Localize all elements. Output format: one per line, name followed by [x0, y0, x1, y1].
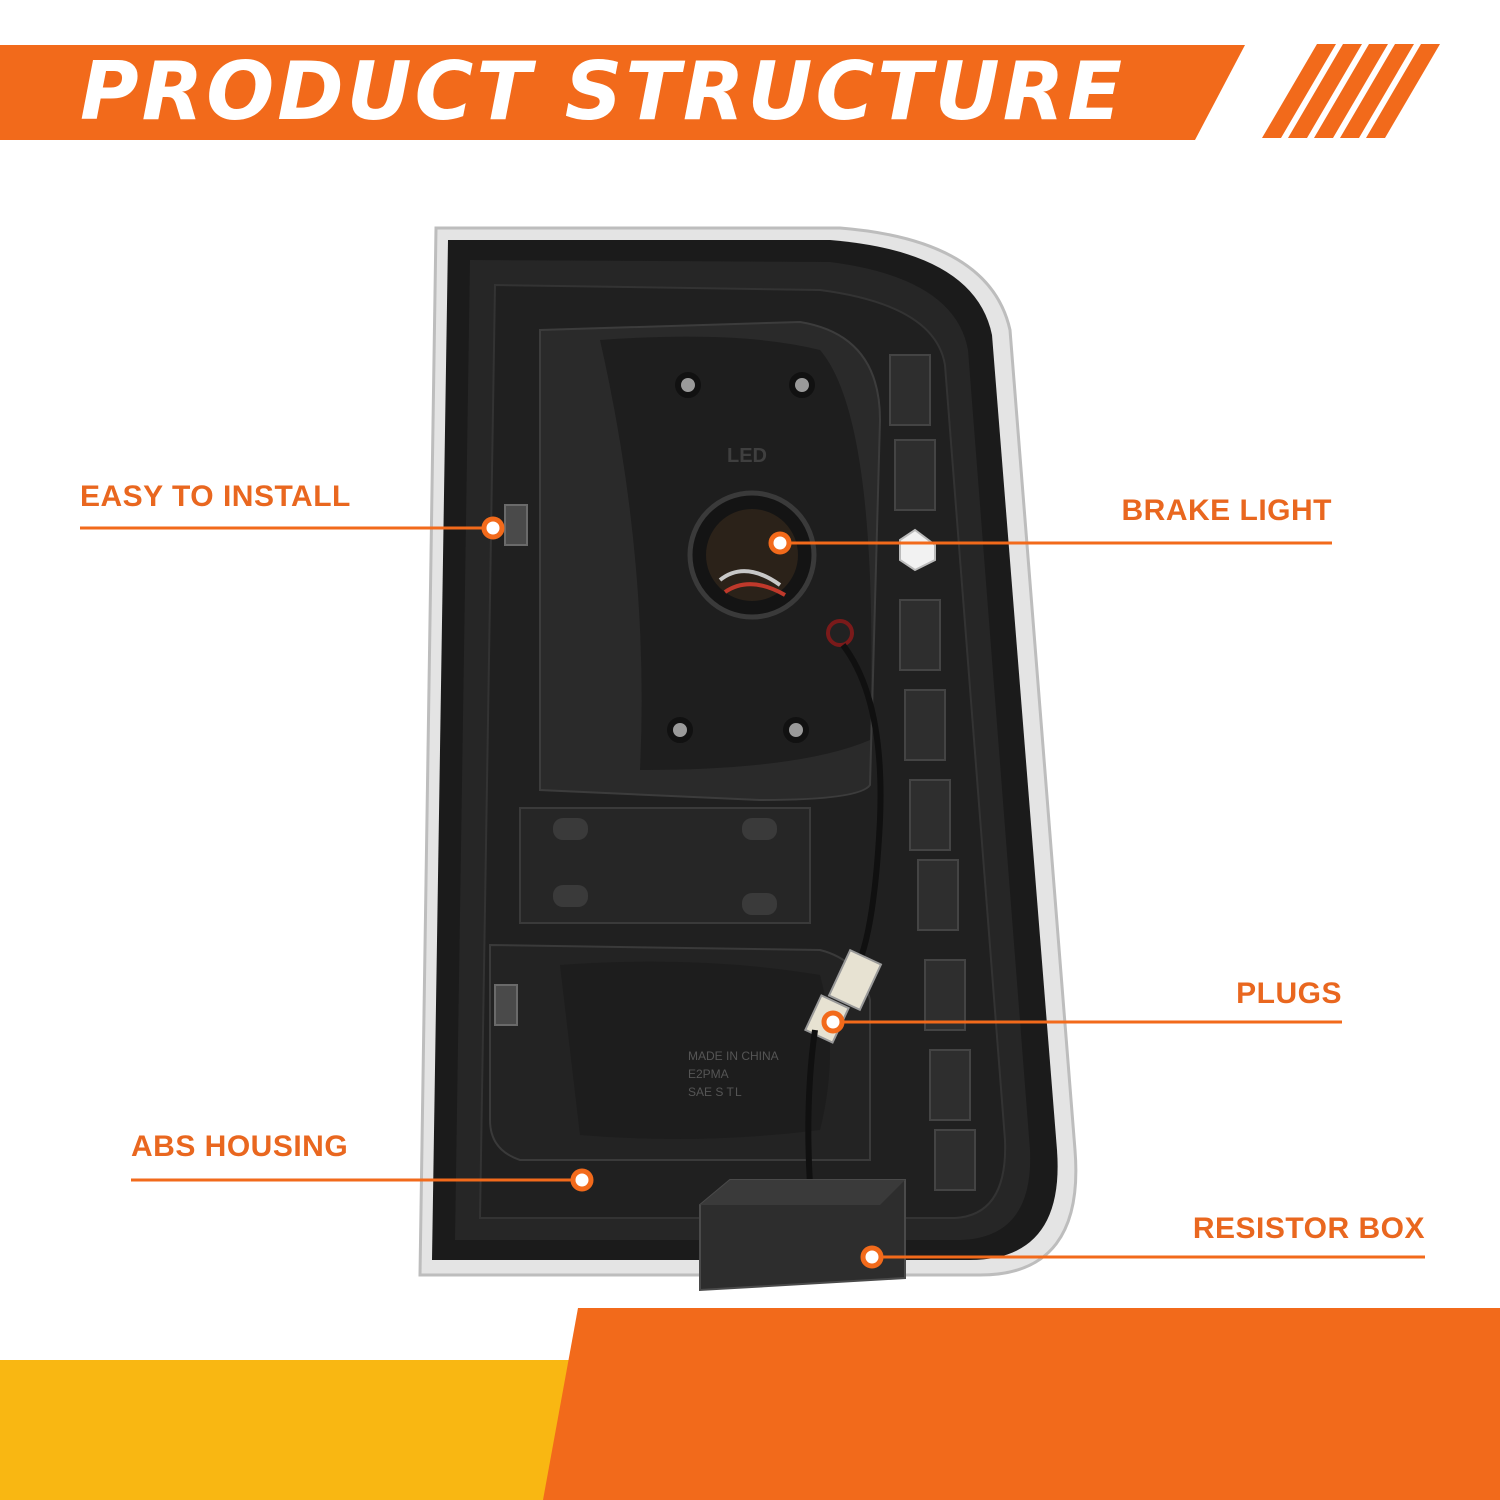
callout-plugs: PLUGS: [1236, 977, 1342, 1010]
push-pin: [899, 528, 936, 572]
header-banner: [0, 44, 1440, 140]
code-mark-1: E2PMA: [688, 1067, 729, 1081]
callout-lines: [80, 526, 1425, 1259]
callout-abs-housing: ABS HOUSING: [131, 1130, 349, 1163]
callout-dots: [481, 516, 884, 1269]
tail-light-image: LED MADE IN CHINA E2PMA SAE S T L: [80, 226, 1425, 1292]
banner-stripes: [1262, 44, 1440, 138]
callout-easy-to-install: EASY TO INSTALL: [80, 480, 351, 513]
footer-bands: [0, 1308, 1500, 1500]
callout-resistor-box: RESISTOR BOX: [1192, 1212, 1425, 1245]
mounting-clips: [494, 504, 528, 1026]
page-title: PRODUCT STRUCTURE: [80, 45, 1125, 138]
bulb-socket: [687, 490, 817, 620]
side-mark: L: [735, 1085, 742, 1099]
resistor-box: [699, 1179, 906, 1292]
made-in-mark: MADE IN CHINA: [688, 1049, 779, 1063]
wire: [840, 643, 884, 962]
code-mark-2: SAE S T: [688, 1085, 734, 1099]
led-mark: LED: [727, 445, 767, 467]
side-ribs: [889, 354, 976, 1191]
callout-brake-light: BRAKE LIGHT: [1121, 494, 1332, 527]
